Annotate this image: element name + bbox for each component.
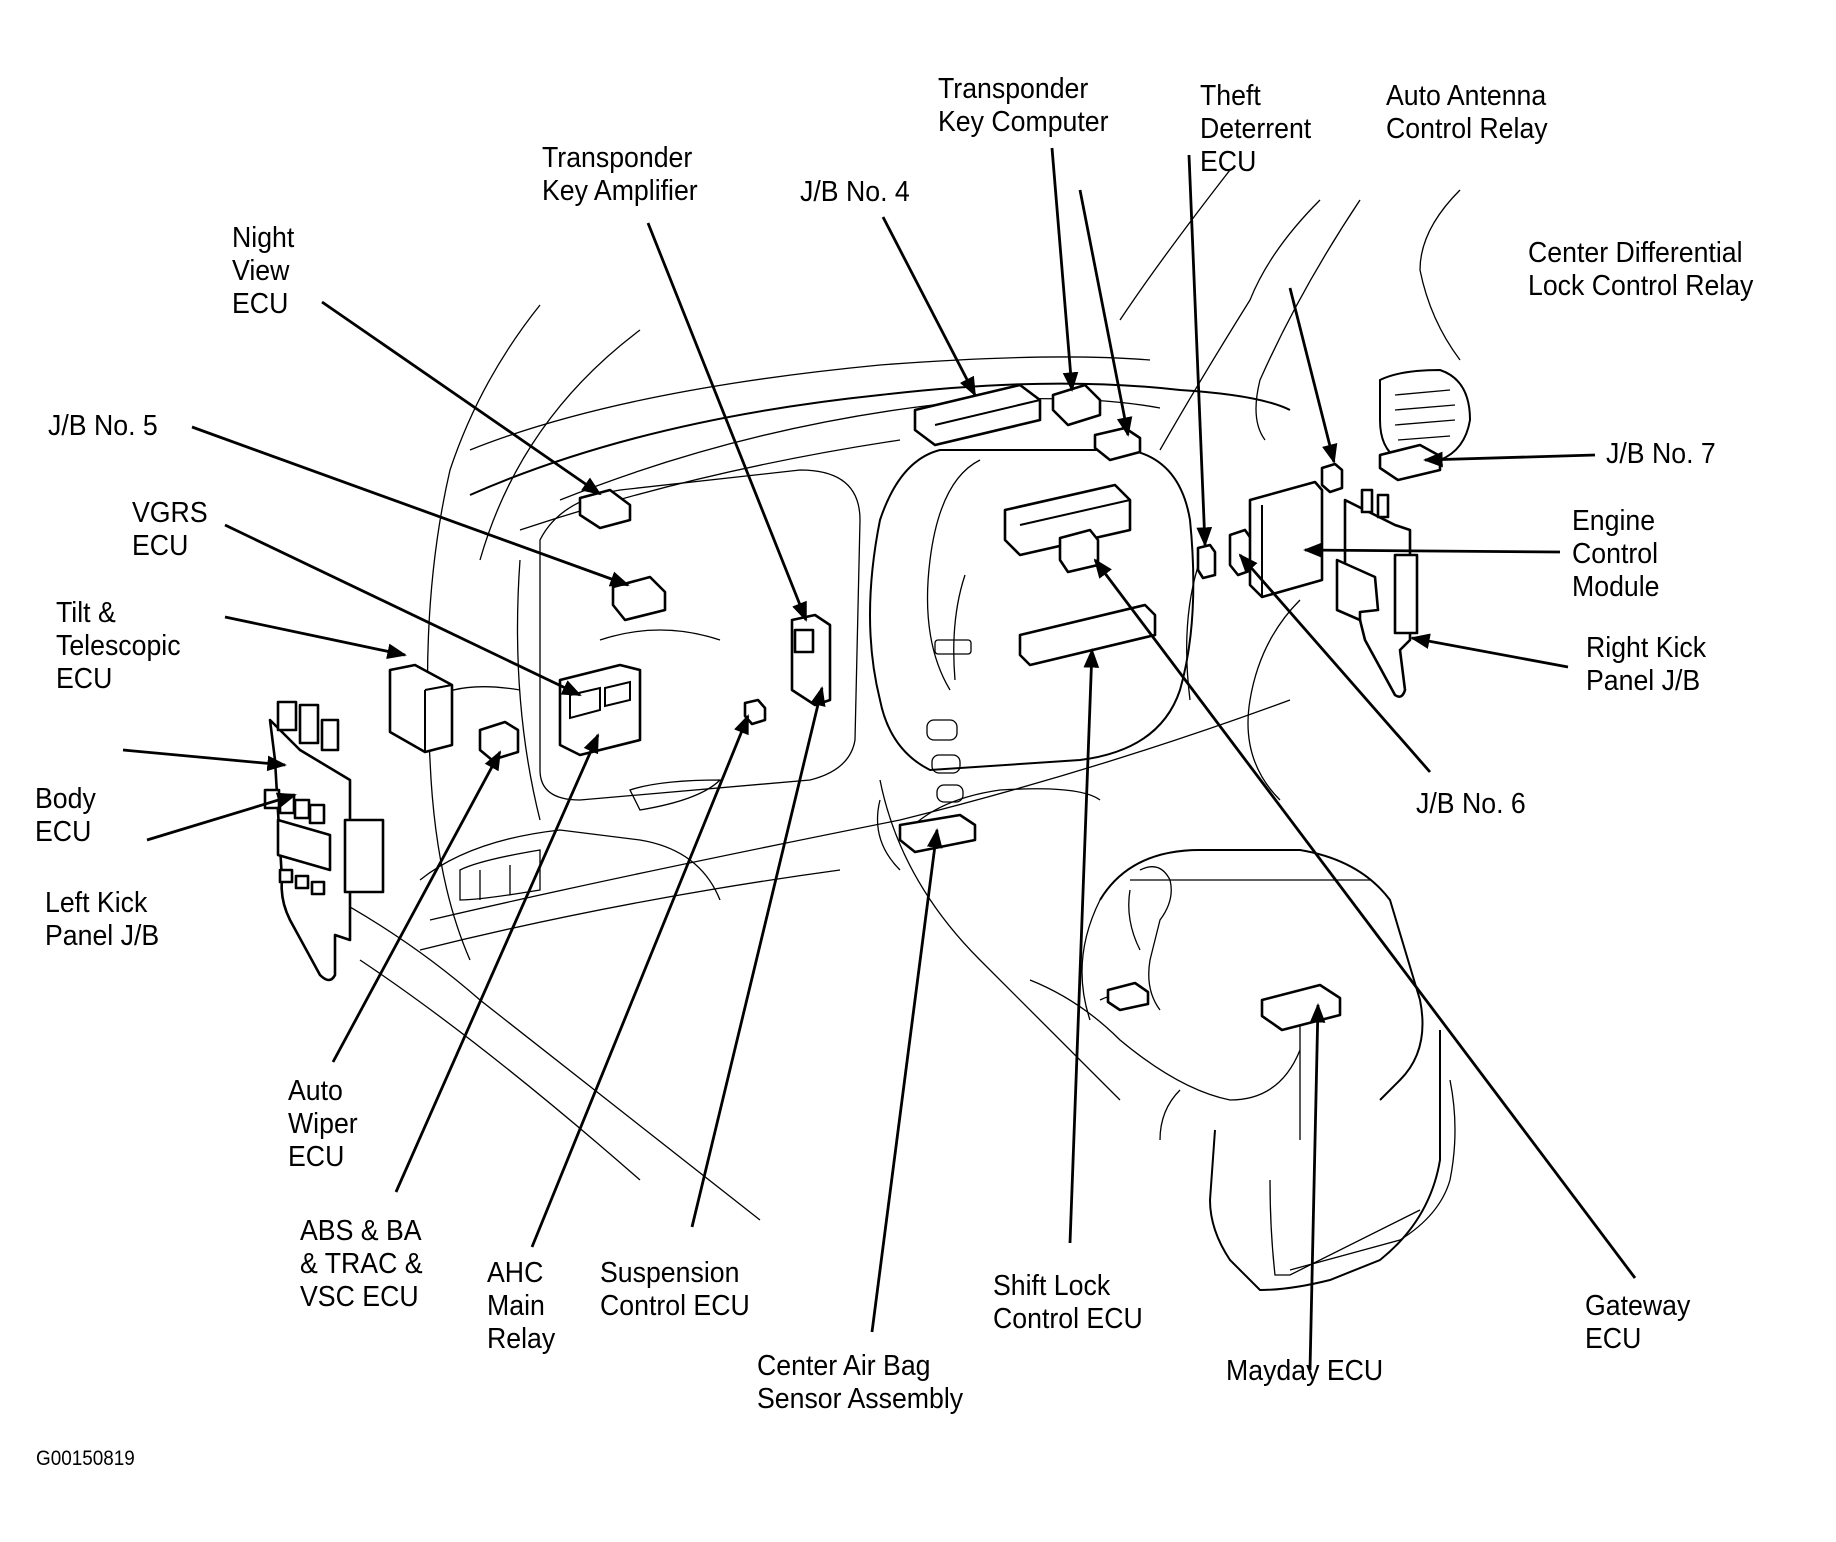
leader-tilt-telescopic-ecu [224, 615, 407, 660]
leader-jb-no-4 [881, 216, 977, 397]
leader-suspension-control-ecu [690, 686, 826, 1228]
leader-lines [122, 147, 1637, 1371]
component-theft-deterrent-ecu [1093, 426, 1142, 462]
component-right-kick-panel-jb [1335, 488, 1419, 698]
component-night-view-ecu [578, 488, 632, 530]
component-ahc-main-relay [743, 698, 767, 726]
component-center-module [1003, 483, 1132, 557]
leader-gateway-ecu [1093, 558, 1637, 1279]
component-shift-lock-control-ecu [1018, 603, 1157, 667]
component-gateway-ecu [1058, 528, 1100, 574]
figure-id: G00150819 [36, 1447, 135, 1470]
component-auto-antenna-control-relay [1196, 543, 1217, 580]
leader-center-differential-lock-relay [1288, 287, 1338, 464]
component-transponder-key-computer [1051, 383, 1102, 427]
component-console-box [1106, 981, 1150, 1012]
leader-jb-no-6 [1238, 553, 1432, 773]
leader-auto-wiper-ecu [331, 750, 502, 1063]
component-center-differential-lock-relay [1320, 462, 1344, 494]
leader-night-view-ecu [321, 300, 602, 496]
leader-transponder-key-computer [1050, 147, 1079, 392]
leader-theft-deterrent-ecu [1078, 189, 1133, 437]
leader-vgrs-ecu [224, 523, 582, 697]
component-jb-no-4 [913, 383, 1042, 447]
label-abs-ba-trac-vsc-ecu: ABS & BA& TRAC &VSC ECU [300, 1215, 423, 1313]
label-jb-no-6: J/B No. 6 [1416, 788, 1526, 820]
leader-engine-control-module [1303, 542, 1561, 558]
leader-shift-lock-control-ecu [1068, 648, 1100, 1244]
leader-left-kick-panel-jb [146, 792, 297, 842]
leader-jb-no-7 [1423, 451, 1596, 468]
component-tilt-telescopic-ecu [388, 663, 454, 754]
label-jb-no-4: J/B No. 4 [800, 176, 910, 208]
leader-transponder-key-amplifier [646, 222, 808, 622]
leader-center-air-bag-sensor-assembly [870, 828, 943, 1333]
component-mayday-ecu [1260, 983, 1342, 1032]
component-vgrs-ecu-cluster [558, 663, 642, 757]
leader-body-ecu [122, 748, 287, 772]
label-jb-no-7: J/B No. 7 [1606, 438, 1716, 470]
leader-ahc-main-relay [530, 714, 750, 1248]
component-left-kick-panel-jb [263, 700, 385, 982]
vehicle-interior-outline [299, 169, 1472, 1292]
leader-auto-antenna-control-relay [1187, 154, 1213, 547]
label-jb-no-5: J/B No. 5 [48, 410, 158, 442]
components [263, 383, 1442, 1032]
leader-right-kick-panel-jb [1410, 633, 1569, 669]
leader-jb-no-5 [191, 425, 630, 587]
component-jb-no-5 [611, 575, 667, 622]
label-mayday-ecu: Mayday ECU [1226, 1355, 1384, 1387]
leader-abs-ba-trac-vsc-ecu [394, 733, 600, 1193]
leader-mayday-ecu [1308, 1003, 1326, 1371]
component-transponder-key-amplifier [790, 613, 832, 707]
